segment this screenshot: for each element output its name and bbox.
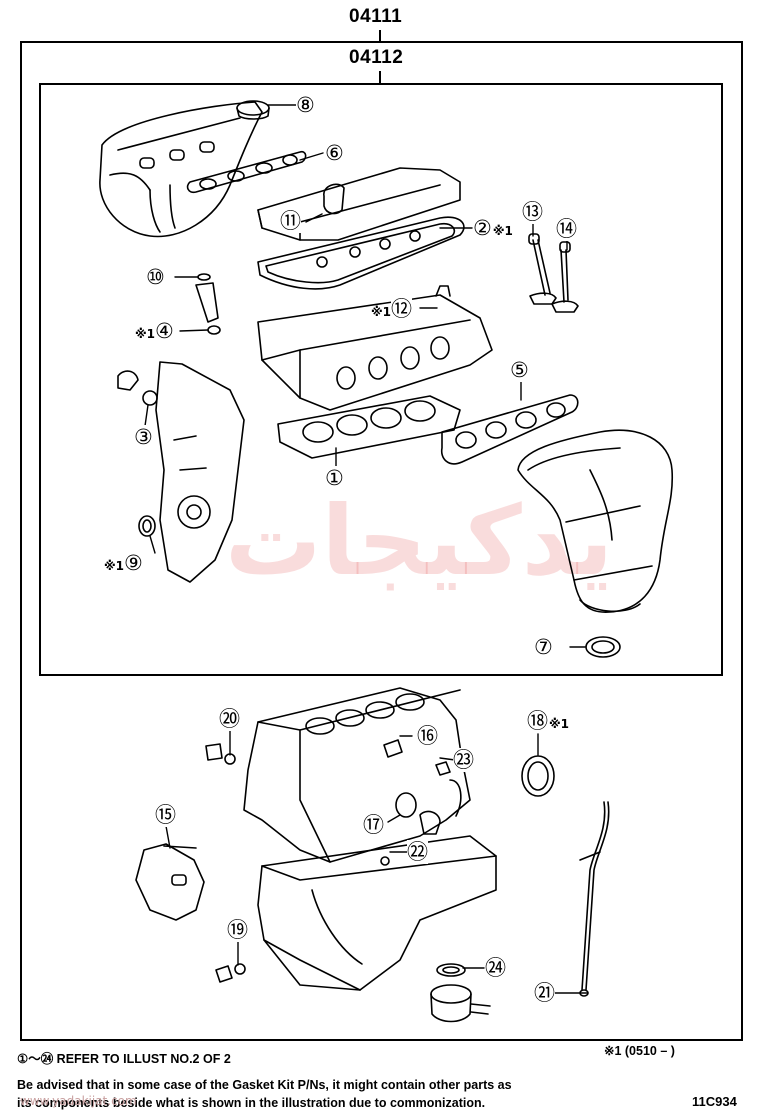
callout-number: ㉔ [485, 956, 506, 980]
o-ring-drawing [117, 370, 158, 406]
intake-manifold-gasket-drawing [186, 150, 307, 194]
valves-drawing [528, 233, 579, 313]
callout-number: ⑮ [155, 803, 176, 827]
callout-5: ⑤ [510, 358, 529, 382]
dipstick-guide-drawing [579, 801, 610, 997]
callout-leader-lines [144, 104, 589, 994]
callout-mark: ※1 [371, 304, 392, 319]
oil-filler-cap-drawing [236, 100, 270, 120]
outer-code-leader [379, 30, 381, 42]
callout-number: ⑩ [146, 265, 165, 289]
exhaust-ring-gasket-drawing [585, 636, 621, 658]
callout-23: ㉓ [453, 748, 474, 772]
callout-7: ⑦ [534, 635, 553, 659]
callout-number: ⑧ [296, 93, 315, 117]
callout-number: ④ [155, 319, 174, 343]
callout-1: ① [325, 466, 344, 490]
callout-number: ⑰ [363, 813, 384, 837]
inner-code-leader [379, 71, 381, 84]
brand-watermark: یدکیجات [225, 485, 614, 597]
exhaust-manifold-gasket-drawing [440, 394, 579, 465]
callout-mark: ※1 [135, 326, 156, 341]
callout-number: ⑳ [219, 707, 240, 731]
callout-8: ⑧ [296, 93, 315, 117]
exhaust-manifold-drawing [517, 429, 674, 613]
callout-number: ③ [134, 425, 153, 449]
outer-kit-code: 04111 [349, 6, 403, 27]
advisory-line-2: its components beside what is shown in t… [17, 1096, 486, 1110]
illustration-id: 11C934 [692, 1094, 737, 1109]
callout-22: ㉒ [407, 840, 428, 864]
callout-number: ⑤ [510, 358, 529, 382]
callout-number: ⑭ [556, 217, 577, 241]
inner-kit-frame [39, 83, 723, 676]
callout-number: ㉓ [453, 748, 474, 772]
callout-number: ⑥ [325, 141, 344, 165]
callout-16: ⑯ [417, 724, 438, 748]
callout-number: ⑬ [522, 200, 543, 224]
callout-mark: ※1 [549, 716, 570, 731]
callout-2: ②※1 [473, 216, 513, 240]
small-fasteners-drawing [205, 739, 462, 983]
callout-number: ㉒ [407, 840, 428, 864]
callout-number: ② [473, 216, 492, 240]
refer-illustration-note: ①～㉔ REFER TO ILLUST NO.2 OF 2 [17, 1052, 231, 1066]
callout-number: ① [325, 466, 344, 490]
callout-number: ⑯ [417, 724, 438, 748]
callout-24: ㉔ [485, 956, 506, 980]
advisory-line-1: Be advised that in some case of the Gask… [17, 1078, 512, 1092]
spark-plug-seal-drawing [195, 273, 221, 335]
callout-19: ⑲ [227, 918, 248, 942]
callout-15: ⑮ [155, 803, 176, 827]
callout-6: ⑥ [325, 141, 344, 165]
callout-mark: ※1 [492, 223, 513, 238]
intake-manifold-drawing [99, 101, 263, 238]
callout-number: ⑲ [227, 918, 248, 942]
callout-11: ⑪ [280, 209, 301, 233]
oil-filter-drawing [430, 963, 491, 1023]
water-pump-drawing [135, 843, 205, 921]
timing-oil-seal-drawing [138, 515, 156, 537]
callout-17: ⑰ [363, 813, 384, 837]
callout-number: ⑨ [124, 551, 143, 575]
callout-number: ⑫ [391, 297, 413, 321]
callout-4: ※1④ [134, 319, 174, 343]
oil-pan-drawing [257, 835, 497, 991]
callout-number: ⑱ [527, 709, 548, 733]
applicability-date-note: ※1 (0510 – ) [604, 1044, 675, 1058]
callout-3: ③ [134, 425, 153, 449]
watermark-url: www.yadakijat.com [20, 1094, 137, 1108]
callout-12: ※1⑫ [370, 297, 413, 321]
callout-number: ㉑ [534, 981, 555, 1005]
callout-20: ⑳ [219, 707, 240, 731]
cylinder-head-drawing [257, 285, 493, 411]
callout-9: ※1⑨ [103, 551, 143, 575]
callout-21: ㉑ [534, 981, 555, 1005]
callout-18: ⑱※1 [527, 709, 569, 733]
head-cover-gasket-drawing [257, 216, 465, 290]
callout-mark: ※1 [104, 558, 125, 573]
outer-kit-frame [20, 41, 743, 1041]
callout-10: ⑩ [146, 265, 165, 289]
callout-number: ⑦ [534, 635, 553, 659]
timing-chain-cover-drawing [155, 361, 245, 583]
callout-14: ⑭ [556, 217, 577, 241]
cylinder-head-gasket-drawing [277, 395, 461, 459]
inner-kit-code: 04112 [349, 47, 404, 68]
callout-number: ⑪ [280, 209, 301, 233]
cylinder-block-drawing [243, 687, 471, 863]
crankshaft-rear-seal-drawing [521, 755, 555, 797]
callout-13: ⑬ [522, 200, 543, 224]
